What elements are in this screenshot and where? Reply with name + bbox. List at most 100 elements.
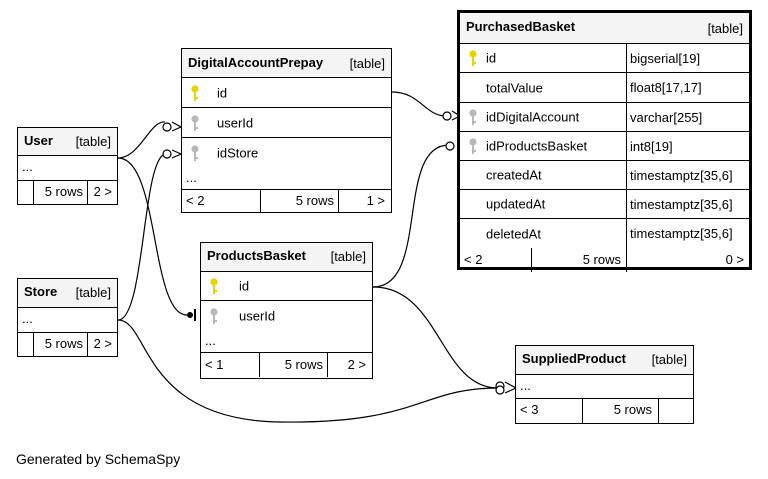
- table-name: User: [24, 133, 53, 148]
- row-count: 5 rows: [284, 357, 323, 372]
- table-ellipsis-row: ...: [18, 156, 117, 181]
- table-header: Store [table]: [18, 279, 117, 308]
- edge-crowfoot: [171, 121, 183, 132]
- column-name: createdAt: [486, 167, 542, 183]
- edge-user-to-digitalaccount-userid: [117, 121, 166, 159]
- primary-key-icon: [190, 84, 200, 102]
- edge-user-to-productsbasket-userid: [117, 157, 189, 316]
- foreign-key-icon: [468, 108, 478, 126]
- column-name: updatedAt: [486, 196, 546, 212]
- table-ellipsis-row: ...: [201, 331, 372, 353]
- children-count[interactable]: 2 >: [347, 357, 366, 372]
- column-name: deletedAt: [486, 226, 541, 241]
- table-kind: [table]: [75, 285, 111, 300]
- table-name: Store: [24, 284, 58, 299]
- foreign-key-icon: [190, 144, 200, 162]
- table-productsbasket[interactable]: ProductsBasket [table] id userId ... < 1 …: [200, 242, 373, 379]
- column-name: id: [486, 50, 497, 66]
- table-stats-row: < 2 5 rows 1 >: [182, 190, 391, 213]
- table-kind: [table]: [330, 249, 366, 264]
- column-row-totalvalue[interactable]: totalValue float8[17,17]: [460, 73, 749, 103]
- edge-marker-dot: [187, 312, 193, 318]
- column-row-id[interactable]: id: [201, 272, 372, 301]
- column-type: timestamptz[35,6]: [626, 161, 733, 189]
- table-stats-row: < 1 5 rows 2 >: [201, 353, 372, 377]
- ellipsis: ...: [205, 333, 216, 348]
- table-header: ProductsBasket [table]: [201, 243, 372, 272]
- children-count[interactable]: 2 >: [93, 336, 112, 351]
- ellipsis: ...: [520, 378, 531, 393]
- foreign-key-icon: [468, 137, 478, 155]
- edge-store-to-digitalaccount-idstore: [117, 153, 166, 321]
- column-row-userid[interactable]: userId: [182, 108, 391, 138]
- row-count: 5 rows: [613, 402, 652, 417]
- column-type: int8[19]: [626, 132, 673, 160]
- table-kind: [table]: [707, 21, 743, 36]
- table-name: PurchasedBasket: [466, 19, 576, 34]
- column-name: userId: [217, 115, 254, 130]
- column-type: timestamptz[35,6]: [626, 190, 733, 218]
- column-row-idproductsbasket[interactable]: idProductsBasket int8[19]: [460, 132, 749, 161]
- row-count: 5 rows: [582, 252, 621, 267]
- column-name: id: [217, 85, 228, 100]
- table-name: SuppliedProduct: [522, 351, 626, 366]
- children-count[interactable]: 0 >: [725, 252, 744, 267]
- column-name: idProductsBasket: [486, 138, 588, 154]
- table-digitalaccountprepay[interactable]: DigitalAccountPrepay [table] id userId idS…: [181, 48, 392, 213]
- table-user[interactable]: User [table] ... 5 rows 2 >: [17, 127, 118, 205]
- edge-crowfoot: [171, 149, 183, 159]
- children-count[interactable]: 1 >: [366, 193, 385, 208]
- parents-count[interactable]: < 1: [205, 357, 224, 372]
- table-kind: [table]: [75, 134, 111, 149]
- table-stats-row: < 3 5 rows: [516, 399, 693, 423]
- column-name: id: [239, 278, 250, 294]
- edge-marker-circle: [162, 122, 172, 132]
- column-type: float8[17,17]: [626, 73, 702, 102]
- column-name: totalValue: [486, 80, 543, 95]
- row-count: 5 rows: [44, 336, 83, 351]
- table-stats-row: 5 rows 2 >: [18, 181, 117, 204]
- column-row-id[interactable]: id: [182, 78, 391, 108]
- foreign-key-icon: [190, 114, 200, 132]
- children-count[interactable]: 2 >: [93, 184, 112, 199]
- foreign-key-icon: [209, 307, 219, 325]
- ellipsis: ...: [186, 170, 197, 185]
- edge-digitalaccount-to-purchased: [391, 91, 447, 117]
- row-count: 5 rows: [295, 193, 334, 208]
- column-row-idstore[interactable]: idStore: [182, 138, 391, 168]
- column-type: timestamptz[35,6]: [626, 219, 733, 248]
- parents-count[interactable]: < 3: [520, 402, 539, 417]
- table-header: DigitalAccountPrepay [table]: [182, 49, 391, 78]
- column-name: idStore: [217, 145, 259, 161]
- table-kind: [table]: [651, 352, 687, 367]
- table-store[interactable]: Store [table] ... 5 rows 2 >: [17, 278, 118, 357]
- table-kind: [table]: [349, 56, 385, 71]
- column-row-userid[interactable]: userId: [201, 301, 372, 331]
- edge-marker-circle: [442, 111, 452, 121]
- parents-count[interactable]: < 2: [186, 193, 205, 208]
- column-type: varchar[255]: [626, 103, 702, 131]
- column-row-createdat[interactable]: createdAt timestamptz[35,6]: [460, 161, 749, 190]
- generated-by-caption: Generated by SchemaSpy: [16, 451, 181, 467]
- table-ellipsis-row: ...: [516, 375, 693, 399]
- table-stats-row: 5 rows 2 >: [18, 333, 117, 356]
- column-row-deletedat[interactable]: deletedAt timestamptz[35,6]: [460, 219, 749, 248]
- edge-marker-circle: [445, 141, 455, 151]
- parents-count[interactable]: < 2: [464, 252, 483, 267]
- table-name: DigitalAccountPrepay: [188, 55, 324, 70]
- table-ellipsis-row: ...: [18, 308, 117, 333]
- table-header: User [table]: [18, 128, 117, 156]
- row-count: 5 rows: [44, 184, 83, 199]
- edge-marker-circle: [495, 385, 505, 395]
- primary-key-icon: [209, 277, 219, 295]
- edge-productsbasket-to-supplied: [372, 286, 499, 389]
- table-header: PurchasedBasket [table]: [460, 13, 749, 44]
- table-ellipsis-row: ...: [182, 168, 391, 190]
- edge-marker-circle: [495, 381, 505, 391]
- table-stats-row: < 2 5 rows 0 >: [460, 248, 749, 272]
- column-row-updatedat[interactable]: updatedAt timestamptz[35,6]: [460, 190, 749, 219]
- table-suppliedproduct[interactable]: SuppliedProduct [table] ... < 3 5 rows: [515, 345, 694, 424]
